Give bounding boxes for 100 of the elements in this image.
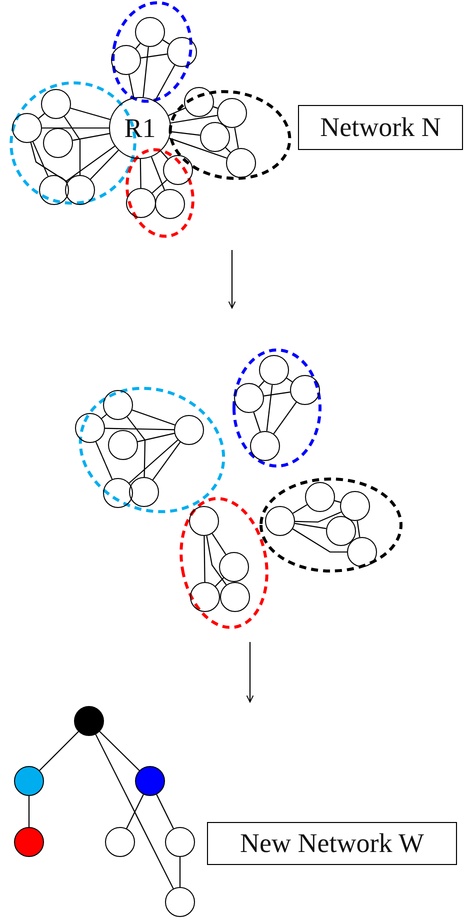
circle-node xyxy=(108,430,138,460)
connector-line xyxy=(206,536,227,586)
connector-line xyxy=(104,428,174,430)
connector-line xyxy=(70,108,110,120)
circle-node xyxy=(174,415,204,445)
connector-line xyxy=(150,156,166,190)
circle-node xyxy=(326,516,356,546)
connector-line xyxy=(334,500,341,503)
circle-node xyxy=(14,827,44,857)
circle-node xyxy=(14,766,44,796)
connector-line xyxy=(128,440,178,484)
connector-line xyxy=(266,384,273,432)
connector-line xyxy=(170,114,218,124)
circle-node xyxy=(200,122,230,152)
connector-line xyxy=(72,133,110,141)
circle-node xyxy=(105,827,135,857)
connector-line xyxy=(212,533,226,555)
connector-line xyxy=(160,150,168,160)
connector-line xyxy=(213,106,218,109)
circle-node xyxy=(259,355,289,385)
circle-node xyxy=(41,89,71,119)
connector-line xyxy=(32,142,48,176)
connector-line xyxy=(66,146,116,182)
circle-node xyxy=(189,506,219,536)
circle-node xyxy=(165,887,195,917)
circle-node xyxy=(65,175,95,205)
connector-line xyxy=(253,412,261,432)
circle-node xyxy=(217,98,247,128)
connector-line xyxy=(154,64,176,102)
connector-line xyxy=(225,147,231,153)
connector-line xyxy=(356,520,360,538)
circle-node xyxy=(220,582,250,612)
connector-line xyxy=(90,150,119,180)
circle-node xyxy=(103,390,133,420)
circle-node xyxy=(126,188,156,218)
circle-node xyxy=(226,148,256,178)
connector-line xyxy=(140,159,142,188)
connector-line xyxy=(42,127,109,129)
circle-node xyxy=(265,506,295,536)
circle-node xyxy=(111,45,141,75)
connector-line xyxy=(169,138,227,159)
connector-line xyxy=(179,857,181,887)
connector-line xyxy=(30,142,68,182)
connector-line xyxy=(264,392,290,396)
circle-node xyxy=(135,766,165,796)
connector-line xyxy=(126,416,146,478)
connector-line xyxy=(99,731,140,771)
connector-line xyxy=(101,414,107,419)
connector-line xyxy=(294,512,342,523)
circle-node xyxy=(74,706,104,736)
connector-line xyxy=(156,794,174,829)
label-box: New Network W xyxy=(207,822,457,865)
circle-node xyxy=(135,17,165,47)
circle-node xyxy=(305,482,335,512)
circle-node xyxy=(340,491,370,521)
connector-line xyxy=(162,39,170,45)
circle-node xyxy=(43,128,73,158)
circle-node xyxy=(165,827,195,857)
connector-line xyxy=(292,528,347,553)
router-circle: R1 xyxy=(109,97,171,159)
circle-node xyxy=(39,175,69,205)
connector-line xyxy=(152,442,181,480)
circle-node xyxy=(219,552,249,582)
circle-node xyxy=(103,478,133,508)
connector-line xyxy=(39,731,79,771)
circle-node xyxy=(190,582,220,612)
connector-line xyxy=(142,46,149,98)
connector-line xyxy=(126,794,144,829)
connector-line xyxy=(64,116,81,175)
circle-node xyxy=(290,375,320,405)
circle-node xyxy=(234,383,264,413)
connector-line xyxy=(170,131,200,136)
connector-line xyxy=(204,536,206,582)
connector-line xyxy=(38,113,45,119)
connector-line xyxy=(292,504,308,514)
connector-line xyxy=(215,577,224,587)
circle-node xyxy=(184,87,214,117)
connector-line xyxy=(294,522,326,530)
circle-node xyxy=(250,431,280,461)
label-box: Network N xyxy=(298,105,463,150)
connector-line xyxy=(95,442,113,480)
connector-line xyxy=(168,108,186,116)
connector-line xyxy=(95,734,174,889)
circle-node xyxy=(155,189,185,219)
circle-node xyxy=(12,113,42,143)
circle-node xyxy=(347,537,377,567)
connector-line xyxy=(152,180,168,194)
connector-line xyxy=(135,43,141,49)
connector-line xyxy=(286,378,293,382)
circle-node xyxy=(75,413,105,443)
connector-line xyxy=(137,432,175,442)
connector-line xyxy=(234,128,239,148)
circle-node xyxy=(167,37,197,67)
circle-node xyxy=(129,477,159,507)
connector-line xyxy=(128,74,134,98)
connector-line xyxy=(28,796,30,827)
connector-line xyxy=(258,380,264,388)
connector-line xyxy=(132,409,176,426)
circle-node xyxy=(163,155,193,185)
connector-line xyxy=(140,54,168,58)
